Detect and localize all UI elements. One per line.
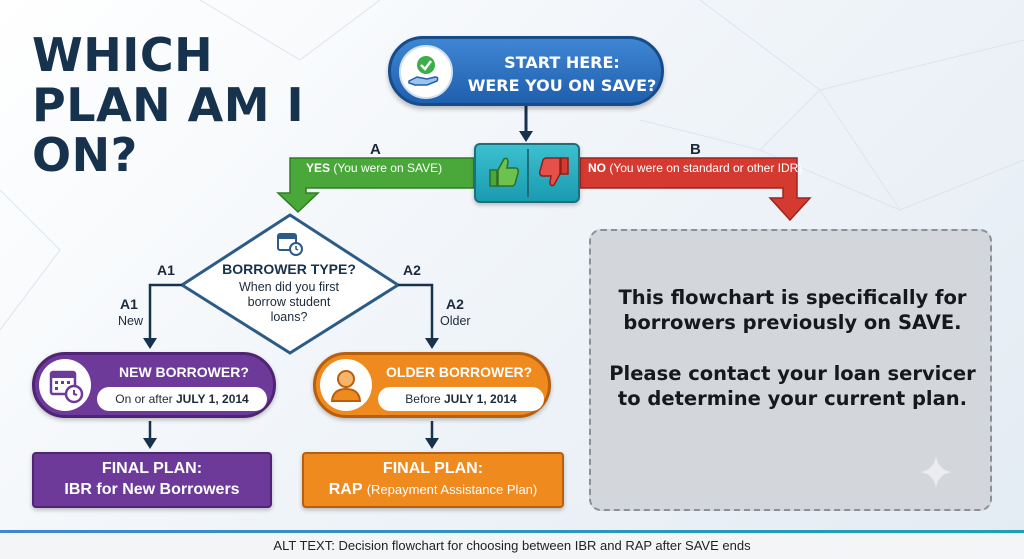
branch-a1-top-label: A1: [157, 262, 175, 278]
yes-rest: (You were on SAVE): [333, 161, 443, 175]
new-borrower-date: On or after JULY 1, 2014: [97, 387, 267, 411]
older-borrower-node: OLDER BORROWER? Before JULY 1, 2014: [313, 352, 551, 418]
start-line1: START HERE:: [504, 53, 620, 72]
new-borrower-date-value: JULY 1, 2014: [175, 392, 249, 406]
thumbs-down-icon: [532, 150, 578, 196]
branch-a1-side-label: A1: [120, 296, 138, 312]
info-paragraph-2: Please contact your loan servicer to det…: [609, 362, 976, 410]
diamond-question-line3: loans?: [270, 310, 308, 324]
final-plan-old: FINAL PLAN: RAP (Repayment Assistance Pl…: [302, 452, 564, 508]
older-borrower-date-value: JULY 1, 2014: [443, 392, 517, 406]
new-borrower-date-prefix: On or after: [115, 392, 173, 406]
calendar-clock-icon: [276, 230, 304, 261]
start-question: START HERE: WERE YOU ON SAVE?: [467, 51, 657, 97]
yes-label: YES (You were on SAVE): [306, 161, 442, 175]
final-plan-old-value: RAP (Repayment Assistance Plan): [304, 481, 562, 499]
final-plan-old-title: FINAL PLAN:: [382, 460, 484, 477]
info-box: This flowchart is specifically for borro…: [589, 229, 992, 511]
branch-a2-side-label: A2: [446, 296, 464, 312]
new-borrower-node: NEW BORROWER? On or after JULY 1, 2014: [32, 352, 276, 418]
footer-divider: [0, 530, 1024, 533]
sparkle-icon: [918, 454, 954, 495]
older-borrower-date: Before JULY 1, 2014: [378, 387, 544, 411]
yes-no-decision: [474, 143, 580, 203]
older-borrower-title: OLDER BORROWER?: [386, 364, 533, 380]
calendar-clock-icon: [39, 359, 91, 411]
diamond-question: When did you first borrow student loans?: [222, 280, 356, 325]
alt-text: ALT TEXT: Decision flowchart for choosin…: [273, 538, 751, 553]
older-borrower-date-prefix: Before: [405, 392, 441, 406]
info-paragraph-1: This flowchart is specifically for borro…: [618, 286, 967, 334]
person-icon: [320, 359, 372, 411]
branch-a-letter: A: [370, 141, 381, 158]
final-plan-new-value: IBR for New Borrowers: [64, 481, 240, 498]
final-plan-new-title: FINAL PLAN:: [101, 460, 203, 477]
hand-checkmark-icon: [399, 45, 453, 99]
branch-b-letter: B: [690, 141, 701, 158]
branch-a2-sub: Older: [440, 314, 471, 328]
no-label: NO (You were on standard or other IDR): [588, 161, 802, 175]
page-title: WHICH PLAN AM I ON?: [32, 28, 305, 182]
thumbs-divider: [527, 149, 529, 197]
start-line2: WERE YOU ON SAVE?: [467, 76, 657, 95]
footer-band: [0, 533, 1024, 559]
final-plan-old-name: RAP: [328, 481, 363, 498]
diamond-question-line1: When did you first: [238, 280, 340, 294]
final-plan-new: FINAL PLAN: IBR for New Borrowers: [32, 452, 272, 508]
diamond-title: BORROWER TYPE?: [222, 261, 356, 277]
no-rest: (You were on standard or other IDR): [609, 161, 803, 175]
final-plan-old-sub: (Repayment Assistance Plan): [366, 482, 538, 497]
yes-strong: YES: [306, 161, 331, 175]
no-strong: NO: [588, 161, 606, 175]
diamond-question-line2: borrow student: [247, 295, 331, 309]
new-borrower-title: NEW BORROWER?: [119, 364, 249, 380]
branch-a1-sub: New: [118, 314, 144, 328]
start-node: START HERE: WERE YOU ON SAVE?: [388, 36, 664, 106]
thumbs-up-icon: [482, 150, 528, 196]
branch-a2-top-label: A2: [403, 262, 421, 278]
